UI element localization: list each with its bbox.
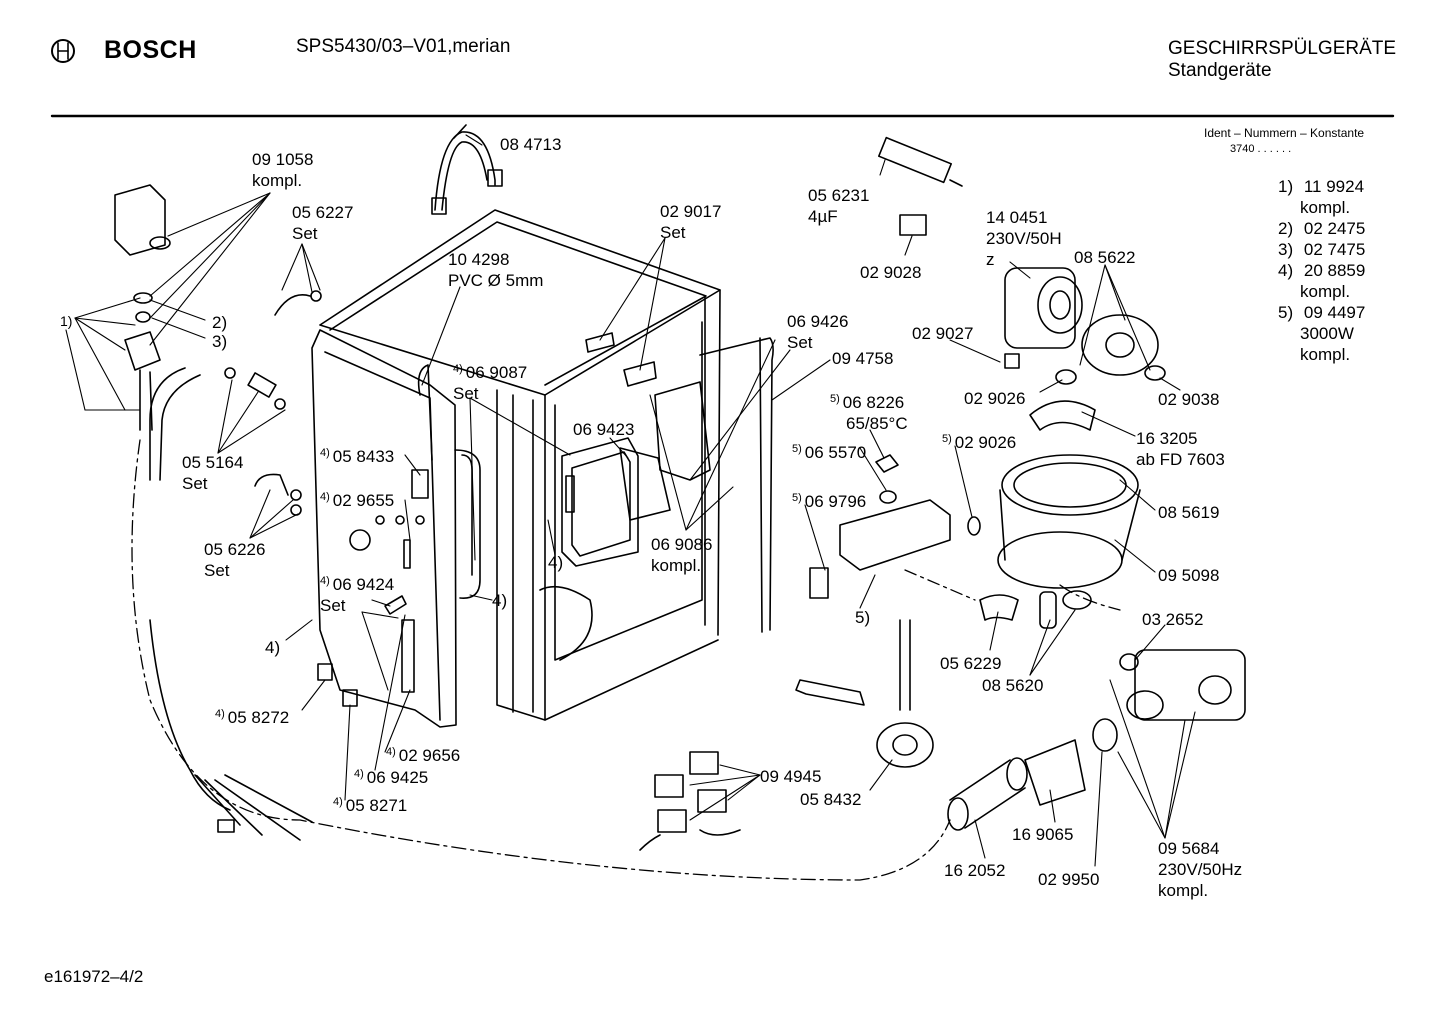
leader-lines <box>65 134 1196 867</box>
part-label-058271: 4)05 8271 <box>333 796 408 815</box>
hose-056229 <box>979 594 1019 621</box>
bracket-drawing <box>795 679 865 706</box>
drain-pump-drawing <box>1126 649 1246 721</box>
legend-num: 1) <box>1278 177 1294 196</box>
callout-5: 5) <box>855 608 871 627</box>
part-label-169065: 16 9065 <box>1012 825 1074 844</box>
hose-elbow-056227 <box>274 294 311 316</box>
inlet-hose-drawing <box>149 367 313 841</box>
part-label-084713: 08 4713 <box>500 135 562 154</box>
hose-elbow-056226 <box>254 473 289 496</box>
part-label-058432: 05 8432 <box>800 790 862 809</box>
part-label-056229: 05 6229 <box>940 654 1002 673</box>
part-label-058272: 4)05 8272 <box>215 708 290 727</box>
legend-note: 3000W <box>1300 324 1354 343</box>
part-label-029026: 02 9026 <box>964 389 1026 408</box>
legend-part: 11 9924 <box>1303 177 1365 196</box>
legend-part: 02 2475 <box>1303 219 1366 238</box>
legend-item: 1) 11 9924 <box>1278 176 1364 197</box>
part-label-029656: 4)02 9656 <box>386 746 461 765</box>
hose-162052 <box>947 757 1028 831</box>
part-label-085622: 08 5622 <box>1074 248 1136 267</box>
callout-4-door: 4) <box>265 638 281 657</box>
bosch-logo-icon <box>51 39 75 63</box>
part-label-029950: 02 9950 <box>1038 870 1100 889</box>
pressure-switch-058432 <box>876 722 934 768</box>
part-label-029028: 02 9028 <box>860 263 922 282</box>
legend-part: 20 8859 <box>1303 261 1366 280</box>
pump-housing-085622 <box>1081 314 1159 376</box>
connector-094945 <box>639 751 741 851</box>
model-number: SPS5430/03–V01,merian <box>296 36 511 57</box>
legend-note: kompl. <box>1300 345 1351 364</box>
legend-note: kompl. <box>1300 282 1351 301</box>
legend-item: 3) 02 7475 <box>1278 239 1365 260</box>
part-label-029655: 4)02 9655 <box>320 491 395 510</box>
callout-3: 3) <box>212 332 228 351</box>
part-label-094945: 09 4945 <box>760 767 822 786</box>
legend-num: 3) <box>1278 240 1294 259</box>
part-label-069425: 4)06 9425 <box>354 768 429 787</box>
aquastop-valve-drawing <box>114 184 171 431</box>
part-label-162052: 16 2052 <box>944 861 1006 880</box>
relay-029028 <box>899 214 927 236</box>
legend-part: 09 4497 <box>1303 303 1366 322</box>
legend-num: 4) <box>1278 261 1294 280</box>
heater-drawing <box>809 499 951 599</box>
sump-drawing <box>997 454 1141 629</box>
ident-value: 3740 . . . . . . <box>1230 143 1292 155</box>
part-label-029027: 02 9027 <box>912 324 974 343</box>
supply-hose-path <box>131 439 951 881</box>
part-label-069423: 06 9423 <box>573 420 635 439</box>
part-label-094758: 09 4758 <box>832 349 894 368</box>
hose-sleeve-055164 <box>247 372 277 398</box>
legend-num: 2) <box>1278 219 1294 238</box>
cabinet-drawing <box>311 124 774 728</box>
part-label-069796: 5)06 9796 <box>792 492 867 511</box>
sieve-cover-163205 <box>1029 400 1096 431</box>
part-label-065570: 5)06 5570 <box>792 443 867 462</box>
pipe-169065 <box>1024 739 1086 806</box>
callout-4-dispenser: 4) <box>548 553 564 572</box>
callout-2: 2) <box>212 313 228 332</box>
legend-item: 5) 09 4497 <box>1278 302 1365 323</box>
circulation-pump-drawing <box>1004 267 1083 349</box>
part-label-029038: 02 9038 <box>1158 390 1220 409</box>
part-label-095098: 09 5098 <box>1158 566 1220 585</box>
legend-num: 5) <box>1278 303 1294 322</box>
part-label-058433: 4)05 8433 <box>320 447 395 466</box>
callout-1: 1) <box>60 313 73 329</box>
callout-4-heater-loop: 4) <box>492 591 508 610</box>
legend-note: kompl. <box>1300 198 1351 217</box>
part-label-029026-b: 5)02 9026 <box>942 433 1017 452</box>
category-title: GESCHIRRSPÜLGERÄTE <box>1168 38 1397 59</box>
capacitor-drawing <box>878 136 963 187</box>
legend-item: 2) 02 2475 <box>1278 218 1365 239</box>
brand-name: BOSCH <box>104 36 197 64</box>
drawing-code: e161972–4/2 <box>44 967 144 986</box>
part-label-085620: 08 5620 <box>982 676 1044 695</box>
part-label-085619: 08 5619 <box>1158 503 1220 522</box>
legend-part: 02 7475 <box>1303 240 1366 259</box>
part-label-032652: 03 2652 <box>1142 610 1204 629</box>
category-subtitle: Standgeräte <box>1168 60 1272 81</box>
legend-item: 4) 20 8859 <box>1278 260 1365 281</box>
ident-title: Ident – Nummern – Konstante <box>1204 126 1365 140</box>
